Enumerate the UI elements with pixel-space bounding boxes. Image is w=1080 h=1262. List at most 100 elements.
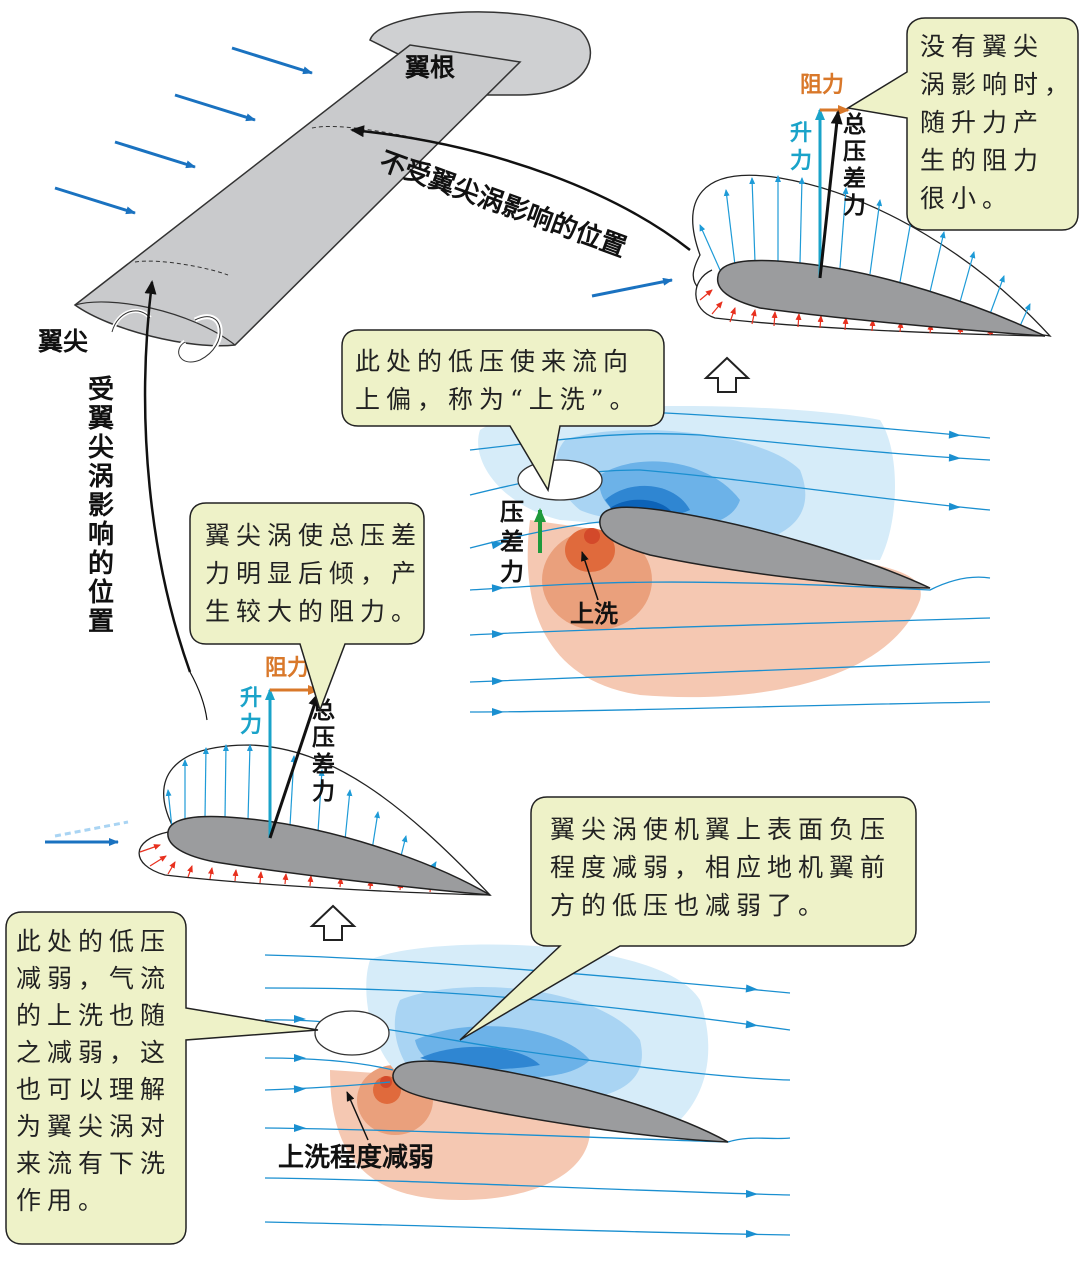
- flow-arrow-icon: [114, 140, 196, 169]
- bubble-line: 减弱，气流: [16, 964, 171, 993]
- pressure-force-label: 压差力: [500, 498, 524, 586]
- streamline: [264, 1221, 791, 1236]
- pressure-arrow: [282, 873, 289, 885]
- vertical-char: 力: [843, 193, 866, 219]
- flow-arrow-icon: [294, 1124, 306, 1132]
- suction-arrow: [798, 177, 805, 264]
- streamline: [264, 1081, 391, 1091]
- vertical-char: 响: [88, 519, 114, 550]
- affected-position-line: [189, 671, 208, 721]
- suction-arrow: [344, 789, 353, 841]
- bubble-line: 方的低压也减弱了。: [550, 891, 829, 920]
- streamline: [469, 661, 991, 683]
- suction-arrow: [989, 275, 1005, 315]
- streamline: [264, 987, 791, 1031]
- pressure-arrow: [167, 861, 176, 875]
- vertical-char: 力: [240, 713, 262, 738]
- bubble-line: 的上洗也随: [16, 1001, 171, 1030]
- vertical-char: 升: [240, 686, 262, 711]
- flow-arrow-icon: [294, 1054, 306, 1062]
- pressure-arrow: [257, 871, 264, 884]
- bubble-line: 为翼尖涡对: [16, 1112, 171, 1141]
- streamline: [469, 701, 991, 713]
- suction-arrow: [165, 789, 173, 829]
- vertical-char: 差: [312, 751, 335, 778]
- up-arrow-icon: [703, 356, 751, 393]
- suction-arrow: [839, 187, 849, 269]
- wing-root-label: 翼根: [404, 53, 455, 82]
- vertical-char: 涡: [88, 462, 114, 492]
- total-force-arrow: [268, 692, 320, 839]
- airfoil: [716, 259, 1046, 337]
- suction-arrow: [749, 177, 756, 263]
- lift-label: 升力: [240, 686, 262, 738]
- bubble-line: 没有翼尖: [920, 32, 1044, 61]
- bubble-line: 涡影响时，: [920, 70, 1075, 99]
- pressure-arrow: [307, 875, 314, 887]
- vertical-char: 差: [500, 528, 524, 556]
- vertical-char: 受: [88, 374, 114, 405]
- airfoil: [599, 506, 931, 589]
- bottom-flow-field: 上洗程度减弱: [264, 944, 791, 1238]
- vertical-char: 升: [790, 121, 812, 146]
- pressure-arrow: [139, 844, 161, 853]
- bubble-line: 上偏，称为“上洗”。: [355, 385, 641, 414]
- flow-arrow-icon: [745, 984, 758, 993]
- flow-arrow-icon: [491, 541, 504, 550]
- bubble-line: 力明显后倾，产: [205, 559, 422, 588]
- unaffected-position-arrow: [350, 125, 691, 251]
- bubble-line: 此处的低压: [16, 927, 171, 956]
- vertical-char: 力: [500, 558, 524, 586]
- unaffected-position-label: 不受翼尖涡影响的位置: [376, 145, 631, 263]
- flow-arrow-icon: [591, 277, 673, 298]
- up-arrow-icon: [309, 904, 357, 941]
- suction-arrow: [869, 199, 883, 275]
- bubble-line: 生较大的阻力。: [205, 597, 422, 626]
- pressure-arrow: [149, 855, 167, 867]
- streamline: [469, 576, 991, 591]
- streamline: [469, 617, 991, 636]
- vertical-char: 的: [88, 548, 114, 579]
- suction-arrow: [929, 231, 946, 293]
- pressure-arrow: [711, 301, 723, 315]
- vertical-char: 影: [88, 491, 114, 521]
- vertical-char: 压: [843, 139, 866, 165]
- streamline: [264, 1057, 394, 1071]
- suction-arrow: [371, 811, 381, 851]
- suction-arrow: [699, 224, 721, 271]
- flow-arrow-icon: [54, 820, 129, 838]
- vertical-char: 总: [843, 111, 866, 138]
- pressure-arrows: [139, 744, 437, 893]
- streamline: [469, 521, 601, 549]
- pressure-arrow: [817, 315, 824, 329]
- upwash-label: 上洗: [570, 600, 618, 628]
- suction-arrow: [899, 214, 914, 283]
- flow-arrow-icon: [491, 630, 504, 639]
- flow-arrow-icon: [174, 93, 256, 122]
- airfoil: [167, 815, 491, 896]
- vertical-char: 压: [500, 498, 524, 526]
- upwash-weakened-pointer: [346, 1091, 369, 1141]
- vertical-char: 位: [88, 577, 114, 608]
- affected-position-label: 受翼尖涡影响的位置: [88, 374, 114, 637]
- flow-arrow-icon: [948, 430, 961, 439]
- flow-arrow-icon: [491, 677, 504, 686]
- pressure-arrow: [795, 313, 802, 328]
- suction-arrow: [246, 744, 253, 821]
- streamline: [264, 1127, 791, 1143]
- pressure-arrow: [232, 869, 239, 882]
- streamline: [264, 1177, 791, 1196]
- upwash-weakened-label: 上洗程度减弱: [278, 1142, 434, 1173]
- vertical-char: 压: [312, 725, 335, 751]
- low-pressure-region-marker: [517, 459, 603, 501]
- middle-flow-field: 压差力 上洗: [469, 406, 991, 716]
- streamline: [264, 954, 791, 994]
- lift-label: 升力: [790, 121, 812, 174]
- bubble-line: 作用。: [16, 1186, 109, 1215]
